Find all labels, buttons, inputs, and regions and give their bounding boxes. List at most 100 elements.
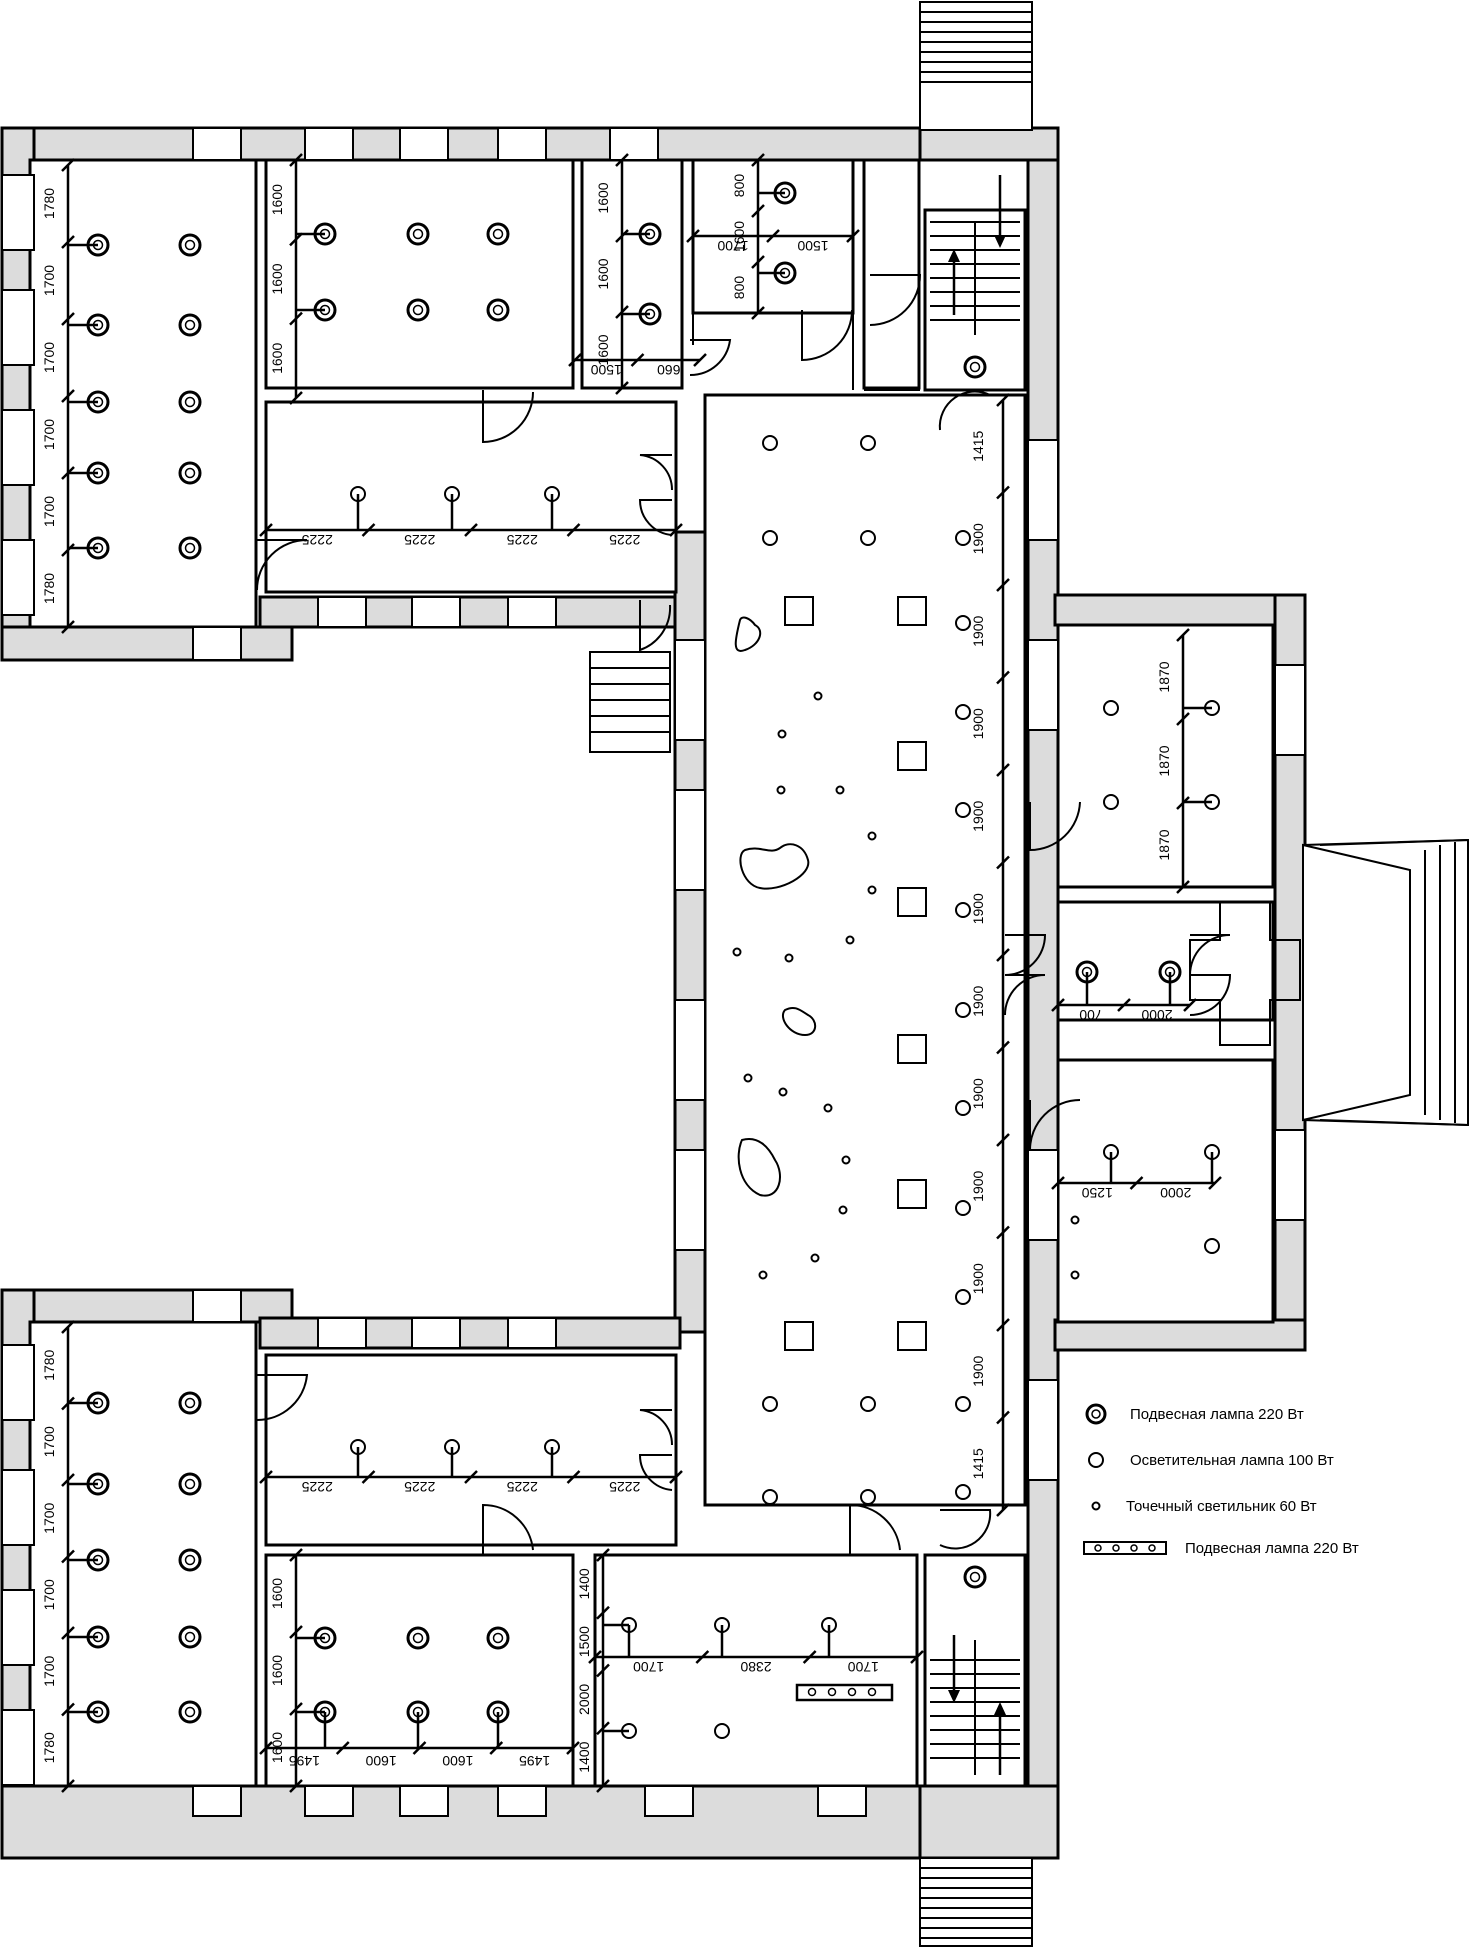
dimension-label: 2380 (740, 1659, 771, 1675)
interior-stairs (930, 221, 1020, 1775)
dimension-label: 1250 (1081, 1185, 1112, 1201)
dimension-label: 2225 (404, 532, 435, 548)
spot-light-icon (743, 1073, 753, 1083)
dimension-label: 1780 (41, 1349, 57, 1380)
room-top-left (28, 158, 258, 629)
room-bottom-right (593, 1553, 919, 1788)
dimension-label: 1700 (41, 265, 57, 296)
dimension-label: 1500 (576, 1626, 592, 1657)
light-lamp-icon (955, 1100, 971, 1116)
pendant-lamp-icon (406, 1626, 430, 1650)
spot-light-icon (758, 1270, 768, 1280)
light-fixtures (86, 181, 1220, 1739)
dimension-label: 800 (731, 276, 747, 300)
dimension-label: 1500 (590, 362, 621, 378)
light-lamp-icon (955, 802, 971, 818)
dimension-label: 1700 (633, 1659, 664, 1675)
exterior-stairs (589, 1, 1469, 1947)
dimension-label: 1900 (970, 708, 986, 739)
light-lamp-icon (1103, 794, 1119, 810)
pendant-lamp-icon (963, 355, 987, 379)
dimension-label: 2000 (1141, 1007, 1172, 1023)
dimension-label: 1495 (289, 1753, 320, 1769)
room-top-mid (264, 158, 575, 390)
pendant-lamp-icon (486, 1626, 510, 1650)
dimension-label: 800 (731, 174, 747, 198)
pendant-lamp-icon (178, 1472, 202, 1496)
partitions (692, 313, 920, 391)
dimension-label: 700 (1079, 1007, 1103, 1023)
spot-light-icon (838, 1205, 848, 1215)
light-lamp-icon (955, 704, 971, 720)
light-lamp-icon (955, 1289, 971, 1305)
dimension-label: 1900 (970, 615, 986, 646)
pendant-lamp-icon (178, 461, 202, 485)
dimension-label: 2225 (609, 1479, 640, 1495)
dimension-label: 1700 (41, 496, 57, 527)
dimension-label: 1780 (41, 573, 57, 604)
spot-light-icon (784, 953, 794, 963)
pendant-lamp-icon (178, 313, 202, 337)
dimension-label: 2225 (506, 532, 537, 548)
dimension-label: 1500 (797, 238, 828, 254)
dimension-label: 1900 (970, 985, 986, 1016)
dimension-label: 1600 (269, 1655, 285, 1686)
room-right-top (1056, 623, 1275, 889)
dimension-label: 1870 (1156, 829, 1172, 860)
dimension-label: 1900 (970, 1355, 986, 1386)
dimension-label: 1700 (41, 1655, 57, 1686)
spot-light-icon (1070, 1215, 1080, 1225)
light-lamp-icon (762, 1396, 778, 1412)
pendant-lamp-icon (178, 233, 202, 257)
dimension-label: 1900 (970, 523, 986, 554)
spot-light-icon (1070, 1270, 1080, 1280)
room-bottom-mid (264, 1553, 575, 1788)
dimension-lines: 1780170017001700170017801780170017001700… (41, 153, 1222, 1793)
spot-light-icon (813, 691, 823, 701)
light-lamp-icon (955, 902, 971, 918)
light-lamp-icon (762, 435, 778, 451)
dimension-label: 1900 (970, 1170, 986, 1201)
dimension-label: 1780 (41, 1732, 57, 1763)
doors (256, 274, 1232, 1555)
dimension-label: 2225 (506, 1479, 537, 1495)
planters (734, 616, 817, 1197)
pendant-lamp-icon (178, 390, 202, 414)
dimension-label: 1700 (41, 342, 57, 373)
dimension-label: 1600 (269, 184, 285, 215)
light-lamp-icon (1103, 700, 1119, 716)
legend: Подвесная лампа 220 Вт Осветительная лам… (1083, 1403, 1359, 1557)
room-top-small (580, 158, 684, 390)
light-lamp-icon (955, 1200, 971, 1216)
dimension-label: 1600 (269, 263, 285, 294)
corridor-top (264, 400, 678, 594)
spot-light-icon (778, 1087, 788, 1097)
legend-label-spot: Точечный светильник 60 Вт (1126, 1498, 1317, 1515)
pendant-lamp-icon (486, 298, 510, 322)
room-vestibule (1056, 900, 1275, 1022)
dimension-label: 2000 (576, 1684, 592, 1715)
dimension-label: 1900 (970, 893, 986, 924)
dimension-label: 2225 (301, 1479, 332, 1495)
dimension-label: 1700 (41, 1426, 57, 1457)
spot-light-icon (867, 831, 877, 841)
dimension-label: 1495 (519, 1753, 550, 1769)
dimension-label: 2000 (1160, 1185, 1191, 1201)
light-lamp-icon (860, 435, 876, 451)
dimension-label: 1600 (442, 1753, 473, 1769)
legend-label-pendant: Подвесная лампа 220 Вт (1130, 1406, 1304, 1423)
room-bottom-left (28, 1320, 258, 1788)
dimension-label: 2225 (404, 1479, 435, 1495)
dimension-label: 1415 (970, 1448, 986, 1479)
pendant-lamp-icon (178, 1700, 202, 1724)
spot-light-icon (777, 729, 787, 739)
pendant-strip-lamp (795, 1683, 894, 1702)
light-lamp-icon (860, 1396, 876, 1412)
light-lamp-icon (1088, 1452, 1104, 1468)
dimension-label: 1870 (1156, 745, 1172, 776)
pendant-lamp-icon (638, 222, 662, 246)
dimension-label: 1600 (365, 1753, 396, 1769)
pendant-lamp-icon (178, 1391, 202, 1415)
dimension-label: 2225 (301, 532, 332, 548)
